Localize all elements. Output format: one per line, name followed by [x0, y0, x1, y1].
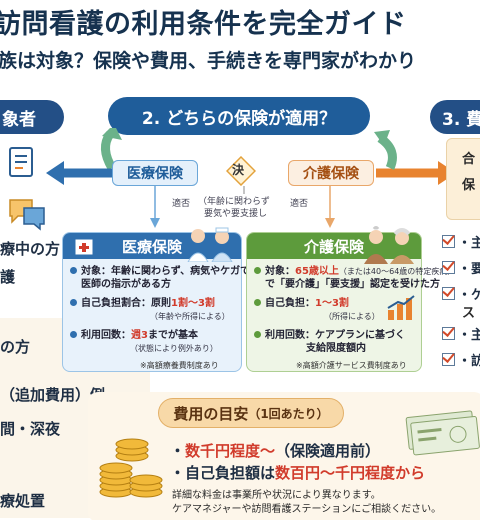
- cost-heading: 費用の目安（1回あたり）: [158, 398, 344, 428]
- care-cost-row: 自己負担：1〜3割: [254, 298, 349, 310]
- care-insurance-panel: 介護保険: [246, 232, 422, 372]
- coins-icon: [99, 438, 163, 498]
- care-footnote: ※高額介護サービス費制度あり: [296, 361, 407, 370]
- care-visits-row: 利用回数：ケアプランに基づく: [254, 330, 405, 342]
- cost-note-1: 詳細な料金は事業所や状況により異なります。: [172, 490, 381, 501]
- cost-line-2: ・自己負担額は数百円〜千円程度から: [170, 464, 426, 482]
- decision-diamond-icon: [226, 156, 256, 186]
- medical-insurance-panel: 医療保険: [62, 232, 242, 372]
- left-line-c: の方: [0, 338, 31, 356]
- checkbox-icon: [442, 353, 455, 366]
- medical-target-row-2: 医師の指示がある方: [81, 279, 171, 290]
- care-visits-row-2: 支給限度額内: [306, 343, 366, 354]
- branch-lines: [150, 186, 335, 228]
- right-side-line-1: 合: [462, 152, 476, 167]
- page-title: 訪問看護の利用条件を完全ガイド: [0, 9, 407, 40]
- medical-target-row: 対象：年齢に関わらず、病気やケガで: [70, 266, 250, 278]
- checkbox-icon: [442, 235, 455, 248]
- section-2-header: 2. どちらの保険が適用？: [108, 97, 370, 135]
- care-target-row: 対象：65歳以上（または40〜64歳の特定疾病）: [254, 266, 455, 278]
- right-side-line-2: 保: [462, 178, 476, 193]
- left-line-f: 療処置: [0, 492, 46, 510]
- applies-right-label: 適否: [290, 199, 309, 209]
- medical-panel-heading: 医療保険: [63, 233, 241, 259]
- checklist-item-3: ・ケ: [442, 284, 480, 303]
- left-line-a: 療中の方: [0, 240, 61, 258]
- right-side-panel: [446, 138, 480, 220]
- banknotes-icon: [405, 410, 480, 456]
- decision-note-2: 要気や要支援し: [204, 209, 268, 219]
- doctor-nurse-icon: [187, 227, 233, 262]
- checkbox-icon: [442, 261, 455, 274]
- care-panel-heading: 介護保険: [247, 233, 421, 259]
- medical-visits-row: 利用回数：週3までが基本: [70, 330, 198, 342]
- cost-line-1: ・数千円程度〜（保険適用前）: [170, 442, 381, 460]
- hospital-icon: [75, 239, 93, 255]
- left-line-e: 間・深夜: [0, 420, 61, 438]
- checkbox-icon: [442, 327, 455, 340]
- chat-bubble-icon: [9, 199, 45, 231]
- care-insurance-choice: 介護保険: [288, 160, 374, 186]
- left-line-b: 護: [0, 268, 16, 286]
- page-subtitle: 族は対象？保険や費用、手続きを専門家がわかり: [0, 50, 417, 72]
- bar-chart-icon: [387, 295, 415, 320]
- section-3-header: 3. 費: [430, 100, 480, 134]
- checklist-item-5: ・訪: [442, 350, 480, 369]
- checklist-item-3-cont: ス: [462, 306, 476, 321]
- checklist-item-1: ・主: [442, 232, 480, 251]
- medical-insurance-choice: 医療保険: [112, 160, 198, 186]
- left-line-d: （追加費用）例: [0, 386, 106, 404]
- medical-cost-row: 自己負担割合：原則1割〜3割: [70, 298, 215, 310]
- care-cost-sub: （所得による）: [324, 312, 380, 321]
- care-target-row-2: で「要介護」「要支援」認定を受けた方: [265, 279, 440, 290]
- medical-visits-sub: （状態により例外あり）: [130, 344, 218, 353]
- cost-note-2: ケアマネジャーや訪問看護ステーションにご相談ください。: [172, 504, 442, 515]
- medical-footnote: ※高額療養費制度あり: [140, 361, 219, 370]
- section-1-header: 象者: [0, 100, 64, 134]
- applies-left-label: 適否: [172, 199, 191, 209]
- checklist-item-2: ・要: [442, 258, 480, 277]
- decision-label: 決: [232, 163, 245, 177]
- document-icon: [9, 147, 33, 177]
- decision-note-1: （年齢に関わらず: [198, 197, 270, 207]
- checkbox-icon: [442, 287, 455, 300]
- medical-cost-sub: （年齢や所得による）: [150, 312, 230, 321]
- checklist-item-4: ・主: [442, 324, 480, 343]
- elderly-couple-icon: [364, 226, 414, 264]
